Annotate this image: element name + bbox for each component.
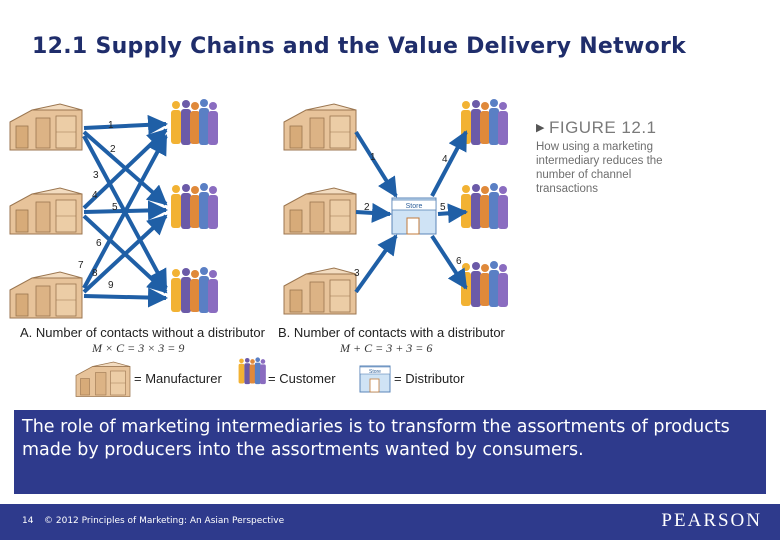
customer-b3 (461, 261, 508, 307)
body-text: The role of marketing intermediaries is … (22, 417, 730, 460)
legend-distributor: = Distributor (394, 371, 465, 386)
manufacturer-b1 (283, 103, 357, 151)
contact-number-a4: 4 (92, 190, 98, 201)
contact-number-b2: 2 (364, 202, 370, 213)
panel-a-label: A. Number of contacts without a distribu… (20, 325, 265, 340)
customer-a1 (171, 99, 218, 145)
contact-arrow-b4 (430, 130, 468, 197)
slide-title: 12.1 Supply Chains and the Value Deliver… (32, 34, 687, 59)
contact-arrow-b1 (354, 130, 398, 198)
legend-customer: = Customer (268, 371, 336, 386)
body-banner: The role of marketing intermediaries is … (14, 410, 766, 494)
contacts-a (82, 114, 168, 308)
panel-b-label: B. Number of contacts with a distributor (278, 325, 505, 340)
customer-a3 (171, 267, 218, 313)
legend-distributor-icon: Store (359, 365, 391, 393)
contact-arrow-b6 (430, 234, 468, 290)
contacts-b (354, 130, 468, 294)
legend-manufacturer-icon (75, 361, 131, 397)
contact-arrow-a8 (82, 214, 168, 294)
distribution-figure: 1 2 3 4 5 6 7 8 9 Store 1 2 3 4 5 6 (9, 99, 508, 397)
store: Store (391, 197, 437, 235)
manufacturer-b2 (283, 187, 357, 235)
contact-number-a2: 2 (110, 144, 116, 155)
contact-number-b6: 6 (456, 256, 462, 267)
contact-number-a3: 3 (93, 170, 99, 181)
panel-b-formula: M + C = 3 + 3 = 6 (340, 341, 433, 355)
copyright: © 2012 Principles of Marketing: An Asian… (44, 516, 285, 526)
figure-caption: FIGURE 12.1 How using a marketing interm… (536, 118, 686, 196)
contact-number-a8: 8 (92, 268, 98, 279)
contact-arrow-a1 (83, 114, 168, 135)
contact-number-a6: 6 (96, 238, 102, 249)
customer-b2 (461, 183, 508, 229)
contact-arrow-a7 (82, 134, 168, 289)
contact-arrow-b5 (437, 203, 468, 224)
manufacturer-a1 (9, 103, 83, 151)
contact-arrow-a9 (83, 287, 168, 308)
panel-a-formula: M × C = 3 × 3 = 9 (92, 341, 185, 355)
contact-arrow-b3 (354, 234, 398, 294)
legend-customer-icon (238, 357, 266, 385)
contact-arrow-b2 (355, 202, 392, 223)
legend-store-sign: Store (369, 369, 381, 375)
contact-number-b5: 5 (440, 202, 446, 213)
manufacturer-a2 (9, 187, 83, 235)
contact-number-a9: 9 (108, 280, 114, 291)
customer-a2 (171, 183, 218, 229)
store-sign: Store (406, 203, 423, 210)
contact-number-b1: 1 (370, 152, 376, 163)
manufacturer-a3 (9, 271, 83, 319)
manufacturer-b3 (283, 267, 357, 315)
customer-b1 (461, 99, 508, 145)
contact-number-a5: 5 (112, 202, 118, 213)
figure-caption-text: How using a marketing intermediary reduc… (536, 141, 663, 195)
footer: 14 © 2012 Principles of Marketing: An As… (0, 504, 780, 540)
contact-numbers-b: 1 2 3 4 5 6 (354, 152, 462, 279)
contact-number-b3: 3 (354, 268, 360, 279)
page-number: 14 (22, 516, 34, 526)
pearson-logo: PEARSON (661, 510, 762, 531)
contact-numbers-a: 1 2 3 4 5 6 7 8 9 (78, 120, 118, 291)
contact-number-a1: 1 (108, 120, 114, 131)
legend-manufacturer: = Manufacturer (134, 371, 222, 386)
figure-label: FIGURE 12.1 (536, 118, 686, 138)
contact-number-a7: 7 (78, 260, 84, 271)
contact-number-b4: 4 (442, 154, 448, 165)
